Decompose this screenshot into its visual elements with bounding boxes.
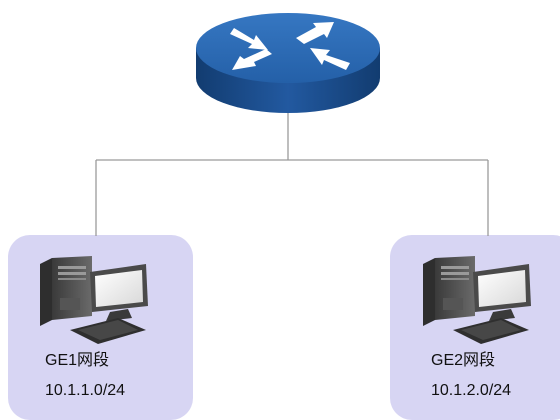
ge2-subnet-label: 10.1.2.0/24 — [431, 382, 512, 399]
network-diagram — [40, 13, 531, 344]
ge1-subnet-label: 10.1.1.0/24 — [45, 382, 126, 399]
router-arrows — [230, 22, 350, 70]
link-lines — [95, 112, 489, 236]
ge1-segment-label: GE1网段 — [45, 352, 110, 369]
ge2-segment-label: GE2网段 — [431, 352, 496, 369]
router-icon — [196, 13, 380, 113]
host-computer-ge1 — [40, 256, 148, 344]
host-computer-ge2 — [423, 256, 531, 344]
